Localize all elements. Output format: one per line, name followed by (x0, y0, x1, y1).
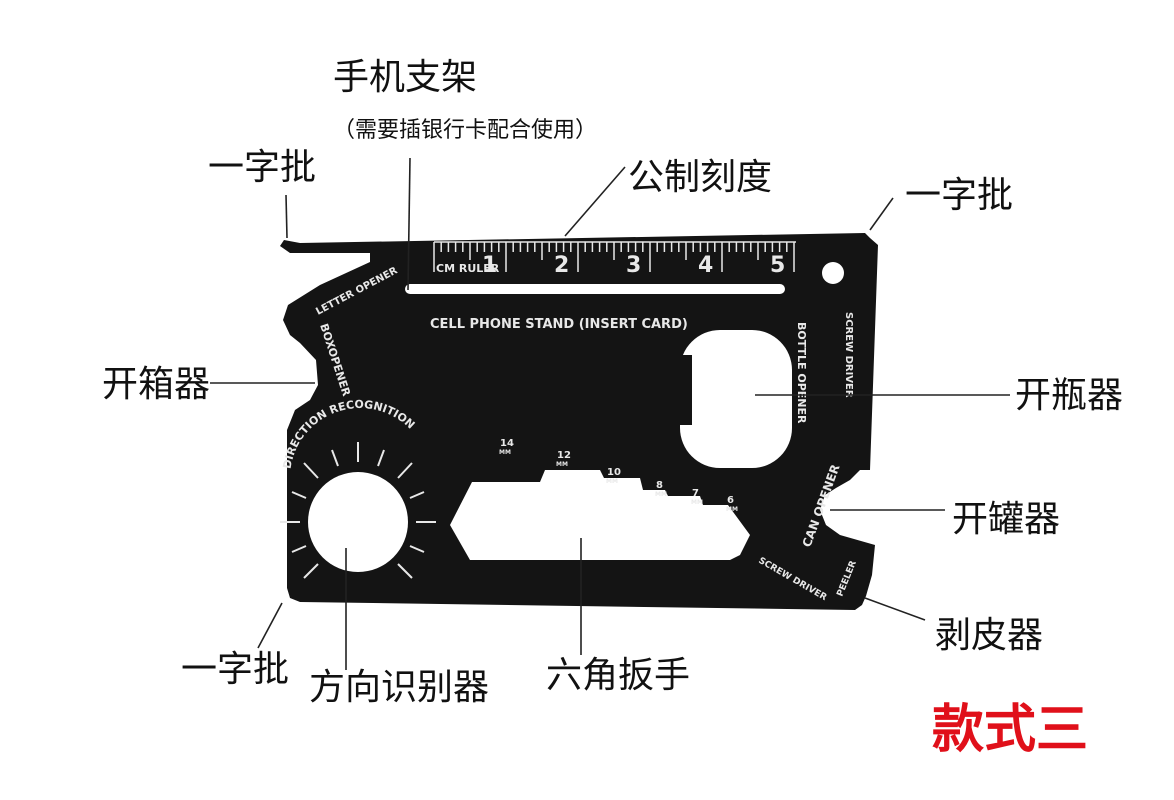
wrench-size-number: 12 (557, 450, 571, 461)
callout-phone-stand-note: （需要插银行卡配合使用） (333, 118, 598, 143)
callout-flathead-top-left: 一字批 (208, 147, 317, 188)
wrench-size-number: 14 (500, 438, 514, 449)
callout-direction-recognition: 方向识别器 (309, 667, 490, 708)
callout-hex-wrench: 六角扳手 (546, 655, 691, 696)
compass-hole (308, 472, 408, 572)
cell-phone-stand-text: CELL PHONE STAND (INSERT CARD) (430, 317, 688, 332)
cm-ruler (433, 241, 796, 272)
style-label: 款式三 (932, 700, 1089, 760)
callout-phone-stand: 手机支架 (333, 57, 478, 98)
wrench-size-number: 7 (692, 488, 699, 499)
screw-driver-right-text: SCREW DRIVER (843, 312, 854, 398)
bottle-opener-lip (676, 355, 692, 425)
wrench-size-unit: MM (606, 478, 618, 485)
wrench-size-number: 6 (727, 495, 734, 506)
wrench-size-unit: MM (556, 461, 568, 468)
wrench-size-unit: MM (726, 506, 738, 513)
wrench-size-unit: MM (655, 491, 667, 498)
ruler-number: 4 (698, 253, 713, 278)
bottle-opener-cutout (680, 330, 792, 468)
wrench-size-unit: MM (499, 449, 511, 456)
bottle-opener-text: BOTTLE OPENER (795, 322, 808, 424)
compass-ticks (280, 442, 436, 579)
callout-box-opener: 开箱器 (102, 364, 211, 405)
callout-metric-scale: 公制刻度 (628, 157, 773, 198)
wrench-size-number: 10 (607, 467, 621, 478)
ruler-number: 1 (482, 253, 497, 278)
ruler-numbers: 1 2 3 4 5 (482, 253, 785, 278)
wrench-size-unit: MM (691, 499, 703, 506)
hang-hole (822, 262, 844, 284)
ruler-number: 2 (554, 253, 569, 278)
callout-flathead-bottom-left: 一字批 (181, 649, 290, 690)
callout-peeler: 剥皮器 (935, 615, 1044, 656)
hex-wrench-cutout (450, 470, 750, 560)
ruler-label: CM RULER (436, 262, 500, 275)
callout-can-opener: 开罐器 (952, 499, 1061, 540)
callout-flathead-top-right: 一字批 (905, 175, 1014, 216)
ruler-number: 3 (626, 253, 641, 278)
leader-lines (210, 157, 1010, 670)
wrench-size-number: 8 (656, 480, 663, 491)
phone-stand-slot (405, 284, 785, 294)
callout-bottle-opener: 开瓶器 (1015, 375, 1124, 416)
ruler-number: 5 (770, 253, 785, 278)
